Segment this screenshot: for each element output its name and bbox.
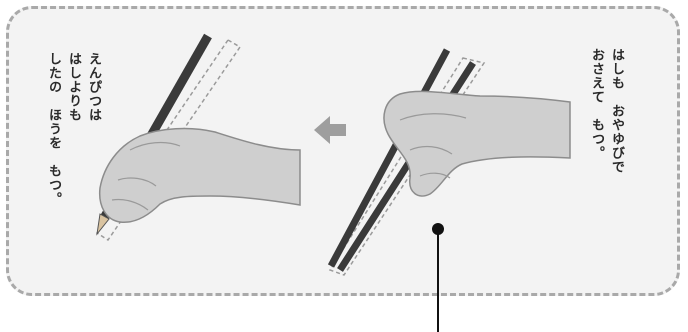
right-caption: はしも おやゆびで おさえて もつ。	[586, 48, 626, 174]
pointer-marker	[432, 223, 444, 332]
chopsticks-hand-illustration	[330, 50, 570, 275]
right-caption-line: おさえて もつ。	[586, 48, 606, 174]
right-caption-line: はしも おやゆびで	[606, 48, 626, 174]
left-hand-shape	[100, 129, 300, 223]
arrow-left-icon	[314, 116, 346, 144]
left-caption-line: したの ほうを もつ。	[43, 52, 63, 206]
left-caption: えんぴつは はしよりも したの ほうを もつ。	[43, 52, 103, 206]
left-caption-line: はしよりも	[63, 52, 83, 206]
right-hand-shape	[384, 91, 570, 196]
left-caption-line: えんぴつは	[83, 52, 103, 206]
pencil-hand-illustration	[97, 36, 300, 240]
